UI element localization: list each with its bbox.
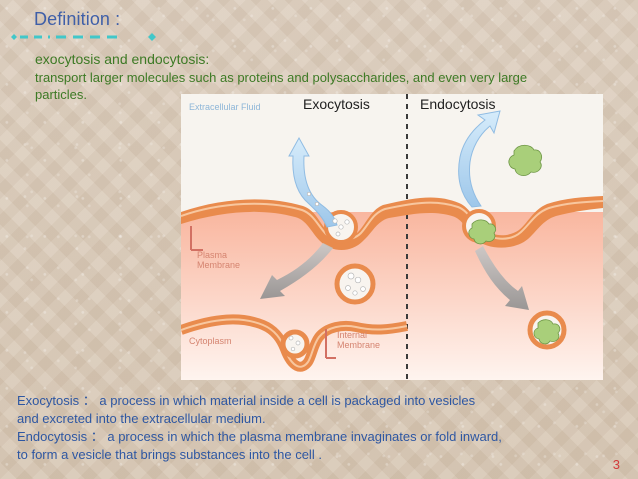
decorative-title-rule <box>11 33 156 41</box>
endocytosis-text-1: a process in which the plasma membrane i… <box>107 429 502 444</box>
exocytosis-definition-line-1: Exocytosis ： a process in which material… <box>17 392 617 410</box>
exocytosis-definition-line-2: and excreted into the extracellular medi… <box>17 411 266 426</box>
cytoplasm-label: Cytoplasm <box>189 336 232 346</box>
endocytosis-label: Endocytosis <box>420 96 496 112</box>
exocytosis-label: Exocytosis <box>303 96 370 112</box>
endocytosis-term: Endocytosis <box>17 429 88 444</box>
exocytosis-endocytosis-diagram: Exocytosis Endocytosis Extracellular Flu… <box>181 94 603 380</box>
extracellular-fluid-label: Extracellular Fluid <box>189 102 261 112</box>
internal-membrane-label: Internal Membrane <box>337 330 381 350</box>
definition-description: transport larger molecules such as prote… <box>35 70 528 102</box>
definition-paragraphs: Exocytosis ： a process in which material… <box>17 392 617 464</box>
slide-title: Definition : <box>34 9 121 29</box>
endocytosis-definition-line-2: to form a vesicle that brings substances… <box>17 447 322 462</box>
slide-number: 3 <box>612 457 620 472</box>
exocytosis-term: Exocytosis <box>17 393 80 408</box>
endocytosis-separator: ： <box>90 429 104 444</box>
exocytosis-separator: ： <box>82 393 96 408</box>
definition-heading: exocytosis and endocytosis: <box>35 51 210 67</box>
diagram-artwork <box>181 94 603 380</box>
plasma-membrane-label: Plasma Membrane <box>197 250 241 270</box>
endocytosis-definition-line-1: Endocytosis ： a process in which the pla… <box>17 428 617 446</box>
exocytosis-text-1: a process in which material inside a cel… <box>99 393 476 408</box>
